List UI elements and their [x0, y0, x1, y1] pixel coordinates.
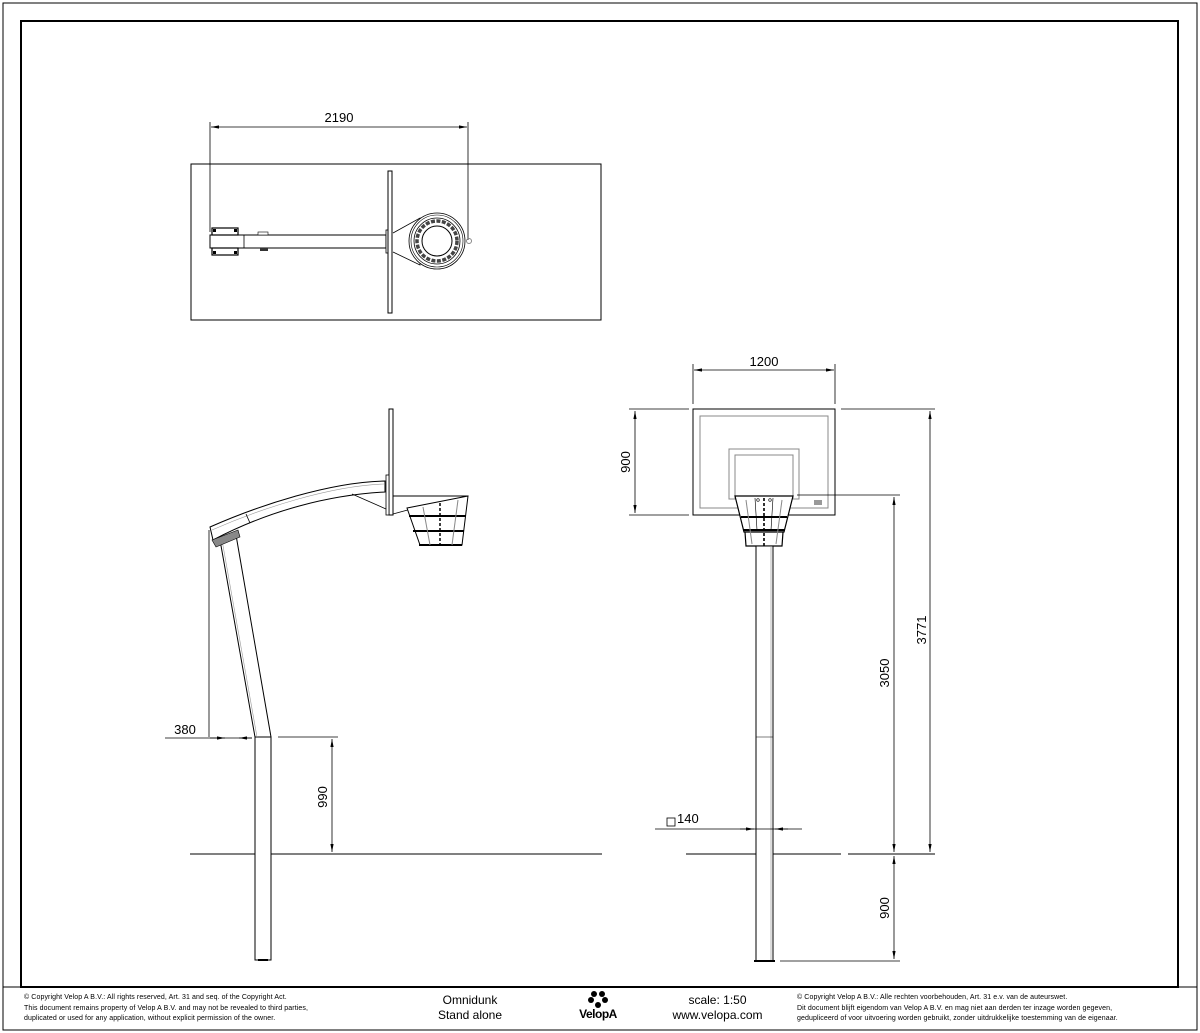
top-view-frame [190, 163, 602, 321]
product-variant: Stand alone [437, 1008, 503, 1022]
scale-label: scale: 1:50 [688, 993, 747, 1007]
copyright-notice-en: © Copyright Velop A B.V.: All rights res… [24, 993, 308, 1025]
dim-text-2190: 2190 [325, 110, 354, 125]
drawing-frame [20, 20, 1179, 988]
scale-info: scale: 1:50 www.velopa.com [650, 993, 785, 1023]
copyright-en-line-3: duplicated or used for any application, … [24, 1015, 276, 1022]
copyright-notice-nl: © Copyright Velop A B.V.: Alle rechten v… [797, 993, 1118, 1025]
website-link[interactable]: www.velopa.com [672, 1008, 763, 1022]
dim-text-900-embed: 900 [877, 897, 892, 919]
product-info: Omnidunk Stand alone [420, 993, 520, 1023]
post [755, 545, 774, 962]
dim-text-1200: 1200 [750, 354, 779, 369]
copyright-nl-line-2: Dit document blijft eigendom van Velop A… [797, 1004, 1113, 1012]
product-name: Omnidunk [442, 993, 498, 1007]
front-view [629, 364, 935, 962]
dim-text-140: 140 [677, 811, 699, 826]
flower-logo-icon [588, 991, 608, 1008]
copyright-nl-line-1: © Copyright Velop A B.V.: Alle rechten v… [797, 994, 1068, 1001]
square-section-icon [666, 817, 676, 827]
dim-text-3050: 3050 [877, 659, 892, 688]
copyright-en-line-1: © Copyright Velop A B.V.: All rights res… [24, 994, 287, 1001]
copyright-nl-line-3: gedupliceerd of voor uitvoering worden g… [797, 1015, 1118, 1022]
dim-text-380: 380 [174, 722, 196, 737]
logo-wordmark: VelopA [579, 1007, 617, 1021]
copyright-en-line-2: This document remains property of Velop … [24, 1004, 309, 1012]
velopa-logo: VelopA [572, 990, 624, 1026]
dim-text-3771: 3771 [914, 616, 929, 645]
top-view [190, 122, 602, 321]
dim-text-900-backboard: 900 [618, 451, 633, 473]
dim-text-990: 990 [315, 786, 330, 808]
side-view [165, 408, 602, 961]
